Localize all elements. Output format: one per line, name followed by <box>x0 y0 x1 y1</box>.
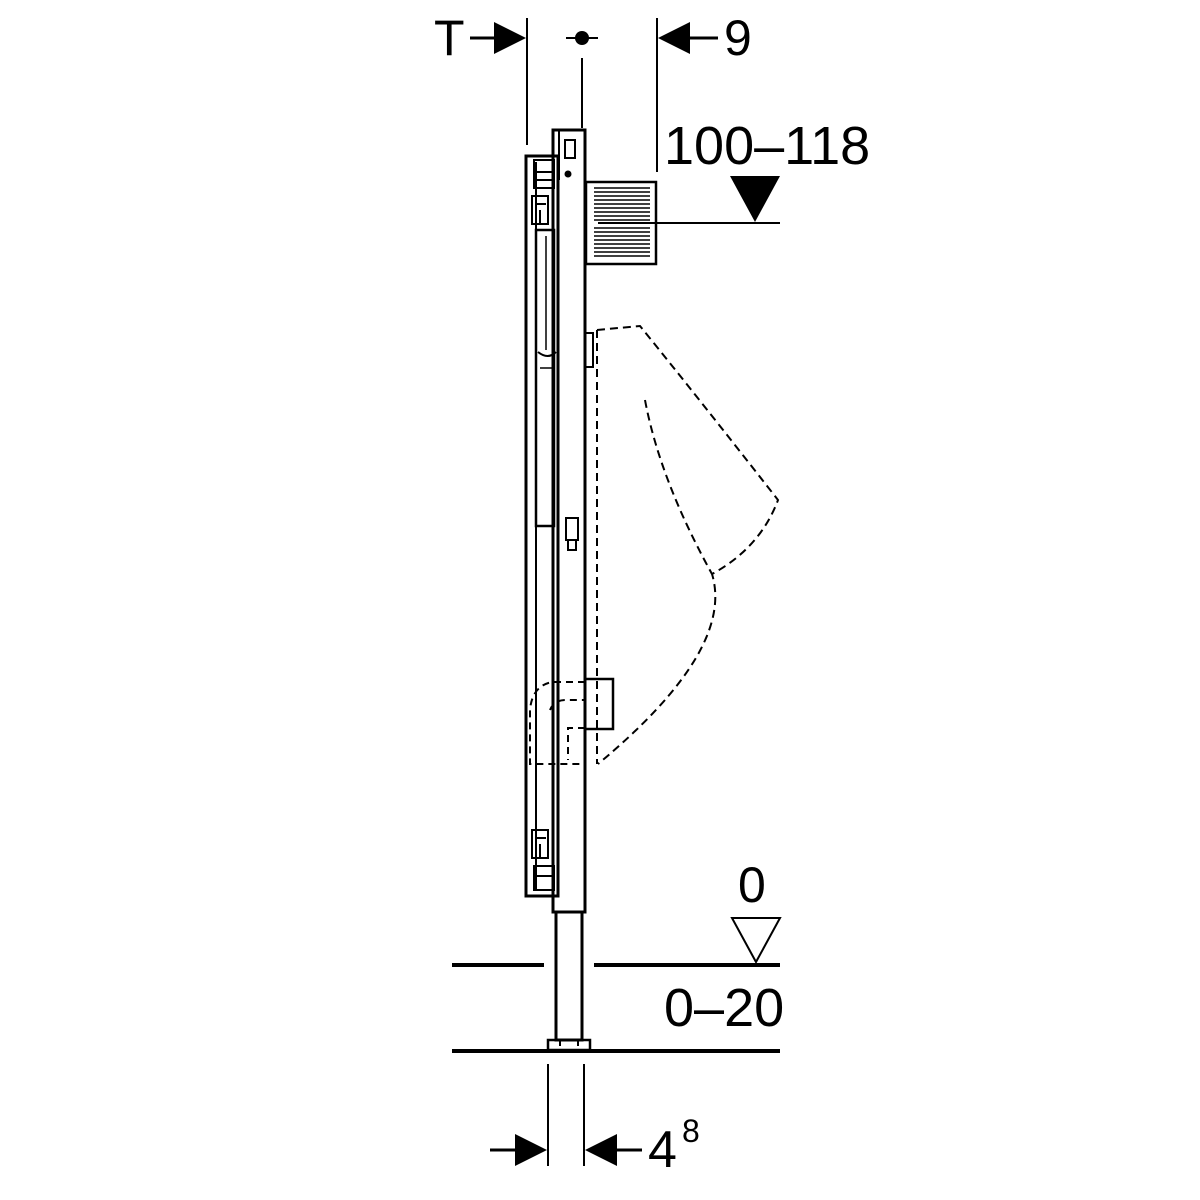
label-floor-level: 0 <box>738 857 766 913</box>
frame-rear-rail <box>524 154 560 898</box>
top-dimension: T 9 <box>434 10 752 172</box>
frame-leg <box>554 910 584 1042</box>
bottom-dimension: 4 8 <box>490 1064 700 1179</box>
valve-nut <box>567 539 577 551</box>
label-wall-thickness: T <box>434 10 465 66</box>
label-front-offset: 9 <box>724 10 752 66</box>
supply-connection <box>584 180 658 266</box>
label-leg-width-superscript: 8 <box>682 1113 700 1149</box>
cistern-float <box>537 351 557 357</box>
level-open-triangle-icon <box>730 917 782 965</box>
top-bracket <box>533 159 555 189</box>
label-inlet-height: 100–118 <box>664 116 870 176</box>
drain-pipe-dashed <box>529 681 585 765</box>
urinal-hanger <box>584 332 594 368</box>
urinal-inner <box>644 399 713 575</box>
bottom-bracket <box>533 865 555 891</box>
dim-arrow-left <box>494 22 526 54</box>
supply-hatching <box>594 187 650 257</box>
label-floor-range: 0–20 <box>664 978 784 1038</box>
drain-pipe-outer <box>529 681 585 765</box>
urinal-outline-dashed <box>596 324 780 765</box>
label-leg-width: 4 <box>648 1121 677 1179</box>
valve-body <box>565 517 579 541</box>
cistern-body <box>534 228 556 528</box>
urinal-outer <box>596 324 780 765</box>
level-filled-triangle-icon <box>730 176 780 222</box>
dim-arrow-right <box>658 22 690 54</box>
floor-level-markers: 0 0–20 <box>452 857 784 1053</box>
drain-fitting <box>583 677 615 731</box>
column-bolt-icon <box>564 170 572 178</box>
installation-frame <box>524 128 615 1052</box>
dim-arrow-bottom-left <box>515 1134 547 1166</box>
dim-arrow-bottom-right <box>585 1134 617 1166</box>
column-top-slot-box <box>564 139 576 159</box>
inlet-height-marker: 100–118 <box>598 116 870 224</box>
